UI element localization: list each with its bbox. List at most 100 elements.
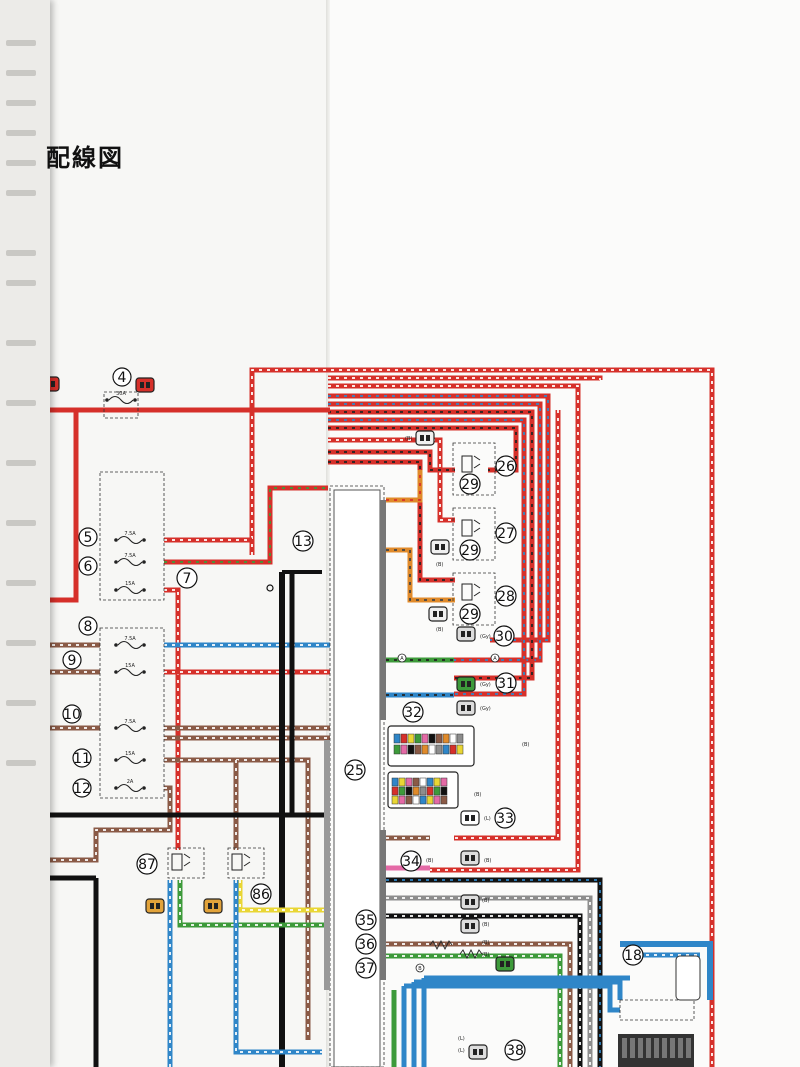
callout-number: 37 bbox=[357, 961, 375, 977]
fuse-terminal bbox=[114, 726, 118, 730]
wire-stripe bbox=[386, 879, 601, 1067]
connector bbox=[135, 377, 155, 393]
circuit-marker-letter: A bbox=[493, 656, 497, 662]
connector-pin bbox=[461, 631, 465, 637]
relay-contact bbox=[183, 853, 191, 867]
callout-circle bbox=[459, 603, 481, 625]
callout-number: 12 bbox=[73, 781, 91, 797]
callout-circle bbox=[72, 748, 92, 768]
connector-color-tag: (Gy) bbox=[480, 634, 491, 640]
connector-pin bbox=[500, 961, 504, 967]
connector bbox=[456, 626, 476, 642]
connector-color-tag: (B) bbox=[482, 940, 489, 946]
connector-color-tag: (B) bbox=[482, 898, 489, 904]
fuse-symbol bbox=[117, 585, 143, 595]
wire-stripe bbox=[386, 915, 581, 1067]
callout-circle bbox=[402, 701, 424, 723]
meter-pin bbox=[654, 1038, 659, 1058]
wire-stripe bbox=[328, 451, 455, 471]
fuse-terminal bbox=[142, 726, 146, 730]
connector-cavity bbox=[456, 733, 464, 744]
callout-number: 86 bbox=[252, 887, 270, 903]
callout-circle bbox=[78, 527, 98, 547]
wire-stripe bbox=[164, 759, 309, 1040]
fuse-terminal bbox=[142, 670, 146, 674]
connector-color-tag: (L) bbox=[458, 1048, 465, 1054]
fuse-terminal bbox=[142, 538, 146, 542]
fuse-rating: 15A bbox=[125, 581, 135, 587]
connector-cavity bbox=[428, 733, 436, 744]
relay-box-26 bbox=[452, 442, 496, 496]
callout-number: 36 bbox=[357, 937, 375, 953]
callout-circle bbox=[459, 539, 481, 561]
wire-stripe bbox=[328, 411, 533, 679]
callout-number: 32 bbox=[404, 705, 422, 721]
connector-color-tag: (Gy) bbox=[480, 706, 491, 712]
callout-circle bbox=[493, 625, 515, 647]
fuse-terminal bbox=[114, 643, 118, 647]
page-title: 配線図 bbox=[46, 144, 124, 172]
wire-stripe bbox=[386, 549, 455, 601]
callout-circle bbox=[112, 367, 132, 387]
connector bbox=[428, 606, 448, 622]
circuit-marker bbox=[490, 653, 500, 663]
connector-cavity bbox=[421, 744, 429, 755]
wire-stripe bbox=[454, 410, 559, 839]
connector-cavity bbox=[412, 795, 420, 805]
fuse-terminal bbox=[142, 560, 146, 564]
connector-pin bbox=[471, 855, 475, 861]
connector-pin bbox=[208, 903, 212, 909]
wire bbox=[620, 941, 713, 1000]
fuse-symbol bbox=[117, 783, 143, 793]
callout-circle bbox=[495, 455, 517, 477]
connector-pin bbox=[420, 435, 424, 441]
connector-pin bbox=[465, 815, 469, 821]
connector bbox=[456, 676, 476, 692]
callout-circle bbox=[495, 522, 517, 544]
connector bbox=[145, 898, 165, 914]
fuse-symbol bbox=[117, 640, 143, 650]
callout-circle bbox=[78, 616, 98, 636]
connector-color-tag: (B) bbox=[522, 742, 529, 748]
connector-cavity bbox=[442, 744, 450, 755]
wire-stripe bbox=[251, 369, 713, 1067]
ground-point bbox=[266, 584, 274, 592]
connector-color-tag: (B) bbox=[405, 436, 412, 442]
wire-stripe bbox=[328, 403, 541, 661]
connector-cavity bbox=[398, 786, 406, 796]
relay-box-27 bbox=[452, 507, 496, 561]
fuse-symbol bbox=[117, 557, 143, 567]
connector-cavity bbox=[405, 777, 413, 787]
connector-cavity bbox=[407, 744, 415, 755]
callout-number: 6 bbox=[84, 559, 93, 575]
callout-number: 31 bbox=[497, 676, 515, 692]
connector-cavity bbox=[412, 786, 420, 796]
connector-pin bbox=[467, 705, 471, 711]
callout-circle bbox=[136, 853, 158, 875]
callout-number: 29 bbox=[461, 607, 479, 623]
connector-pin bbox=[426, 435, 430, 441]
connector bbox=[456, 700, 476, 716]
wire-stripe bbox=[179, 880, 330, 926]
connector-pin bbox=[146, 382, 150, 388]
connector bbox=[415, 430, 435, 446]
callout-number: 38 bbox=[506, 1043, 524, 1059]
callout-circle bbox=[62, 704, 82, 724]
fuse-rating: 15A bbox=[125, 663, 135, 669]
connector-cavity bbox=[400, 733, 408, 744]
connector-cavity bbox=[407, 733, 415, 744]
callout-number: 11 bbox=[73, 751, 91, 767]
connector-cavity bbox=[442, 733, 450, 744]
connector bbox=[468, 1044, 488, 1060]
fuse-rating: 7.5A bbox=[124, 553, 136, 559]
connector-cavity bbox=[449, 733, 457, 744]
wire-stripe bbox=[328, 439, 455, 521]
connector-cavity bbox=[435, 744, 443, 755]
connector-pin bbox=[435, 544, 439, 550]
relay-contact bbox=[243, 853, 251, 867]
wire bbox=[386, 470, 423, 503]
relay-coil bbox=[461, 583, 473, 601]
connector-cavity bbox=[393, 733, 401, 744]
